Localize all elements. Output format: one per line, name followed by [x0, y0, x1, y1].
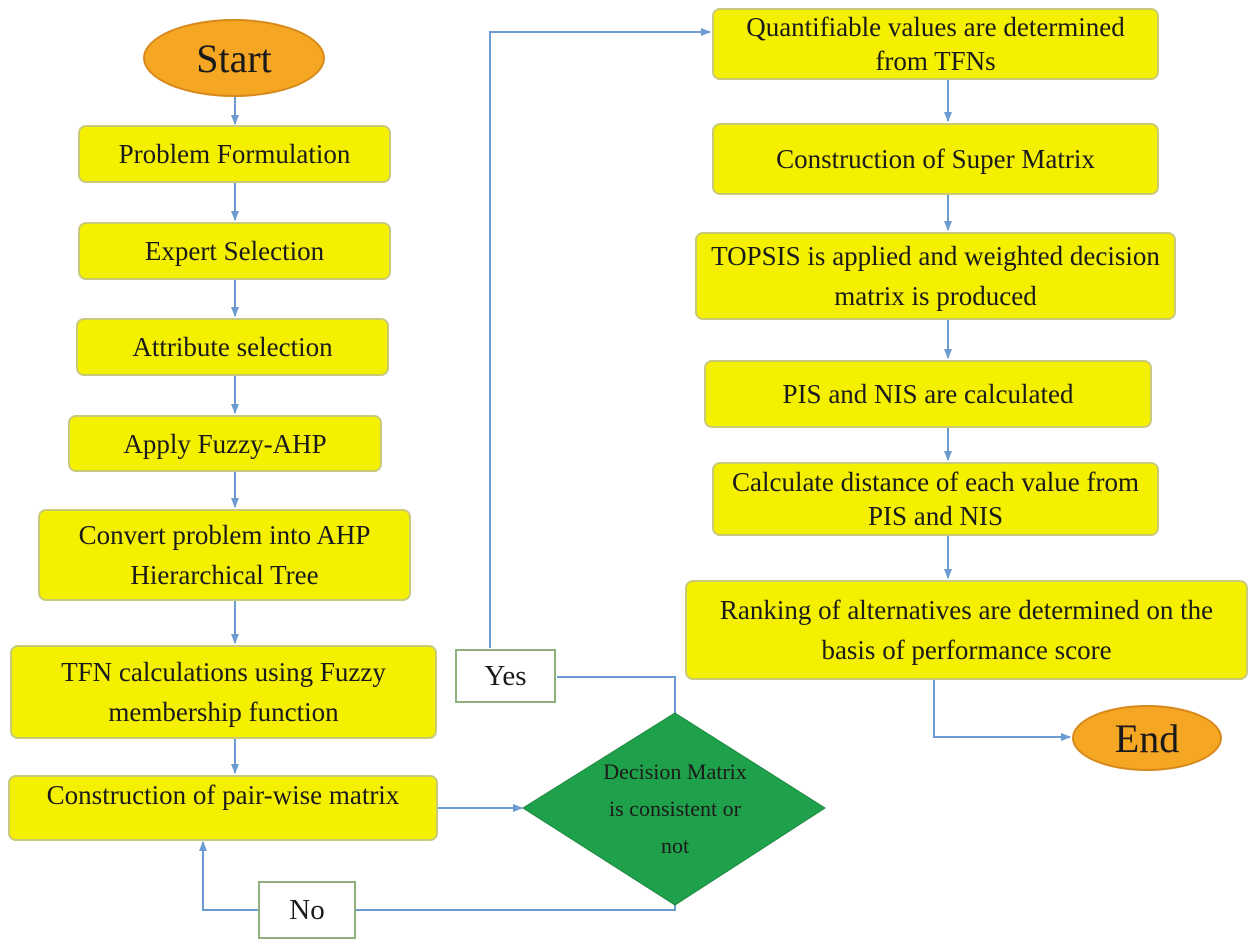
quantifiable-values-box: Quantifiable values are determined from … — [712, 8, 1159, 80]
super-matrix-box: Construction of Super Matrix — [712, 123, 1159, 195]
topsis-box: TOPSIS is applied and weighted decision … — [695, 232, 1176, 320]
arrow-yes-to-quantifiable — [489, 28, 711, 648]
problem-formulation-box: Problem Formulation — [78, 125, 391, 183]
decision-diamond — [522, 712, 826, 906]
expert-selection-box: Expert Selection — [78, 222, 391, 280]
arrow-no-to-pairwise — [199, 841, 258, 911]
attribute-selection-box: Attribute selection — [76, 318, 389, 376]
pairwise-matrix-box: Construction of pair-wise matrix — [8, 775, 438, 841]
no-label: No — [258, 881, 356, 939]
convert-problem-box: Convert problem into AHP Hierarchical Tr… — [38, 509, 411, 601]
arrow-decision-yes-path — [557, 676, 676, 713]
start-terminal: Start — [143, 19, 325, 97]
tfn-calculations-box: TFN calculations using Fuzzy membership … — [10, 645, 437, 739]
arrow-decision-no-path — [356, 905, 676, 911]
end-terminal: End — [1072, 705, 1222, 771]
ranking-box: Ranking of alternatives are determined o… — [685, 580, 1248, 680]
yes-label: Yes — [455, 649, 556, 703]
arrow-ranking-to-end — [933, 680, 1071, 741]
apply-fuzzy-ahp-box: Apply Fuzzy-AHP — [68, 415, 382, 472]
distance-box: Calculate distance of each value from PI… — [712, 462, 1159, 536]
decision-text: Decision Matrix is consistent or not — [603, 758, 747, 858]
pis-nis-box: PIS and NIS are calculated — [704, 360, 1152, 428]
